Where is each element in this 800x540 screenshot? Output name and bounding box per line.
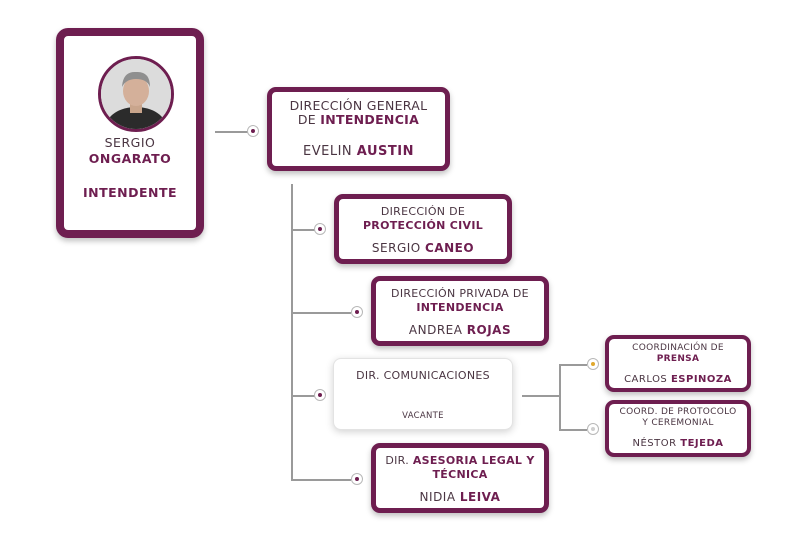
protocolo-card: COORD. DE PROTOCOLO Y CEREMONIAL NÉSTOR … bbox=[605, 400, 751, 457]
asesoria-card: DIR. ASESORIA LEGAL Y TÉCNICA NIDIA LEIV… bbox=[371, 443, 549, 513]
direccion-privada-card: DIRECCIÓN PRIVADA DE INTENDENCIA ANDREA … bbox=[371, 276, 549, 346]
connector-dot-proteccion bbox=[314, 223, 326, 235]
connector-protocolo bbox=[559, 429, 587, 431]
protocolo-person: NÉSTOR TEJEDA bbox=[632, 438, 724, 449]
intendente-first-name: SERGIO bbox=[104, 135, 156, 150]
connector-dot-comunicaciones bbox=[314, 389, 326, 401]
connector-comunicaciones bbox=[291, 395, 315, 397]
prensa-card: COORDINACIÓN DE PRENSA CARLOS ESPINOZA bbox=[605, 335, 751, 392]
prensa-person: CARLOS ESPINOZA bbox=[624, 374, 732, 385]
comunicaciones-title: DIR. COMUNICACIONES bbox=[356, 369, 490, 382]
comunicaciones-card: DIR. COMUNICACIONES VACANTE bbox=[333, 358, 513, 430]
connector-dot-prensa bbox=[587, 358, 599, 370]
connector-trunk bbox=[291, 184, 293, 481]
direccion-privada-person: ANDREA ROJAS bbox=[408, 323, 512, 337]
direccion-general-card: DIRECCIÓN GENERAL DE INTENDENCIA EVELIN … bbox=[267, 87, 450, 171]
proteccion-civil-title: DIRECCIÓN DE PROTECCIÓN CIVIL bbox=[362, 205, 484, 232]
person-photo-icon bbox=[98, 56, 174, 132]
connector-dot-privada bbox=[351, 306, 363, 318]
asesoria-title: DIR. ASESORIA LEGAL Y TÉCNICA bbox=[385, 454, 535, 481]
prensa-title: COORDINACIÓN DE PRENSA bbox=[632, 343, 724, 364]
proteccion-civil-person: SERGIO CANEO bbox=[371, 241, 475, 255]
connector-privada bbox=[291, 312, 351, 314]
direccion-general-title: DIRECCIÓN GENERAL DE INTENDENCIA bbox=[289, 98, 428, 127]
direccion-general-person: EVELIN AUSTIN bbox=[303, 144, 414, 159]
proteccion-civil-card: DIRECCIÓN DE PROTECCIÓN CIVIL SERGIO CAN… bbox=[334, 194, 512, 264]
connector-dot-protocolo bbox=[587, 423, 599, 435]
intendente-last-name: ONGARATO bbox=[88, 151, 172, 166]
connector-dot-direccion-general bbox=[247, 125, 259, 137]
connector-com-out bbox=[522, 395, 559, 397]
direccion-privada-title: DIRECCIÓN PRIVADA DE INTENDENCIA bbox=[391, 287, 529, 314]
connector-com-branch bbox=[559, 364, 561, 429]
connector-intendente bbox=[215, 131, 249, 133]
connector-asesoria bbox=[291, 479, 351, 481]
connector-prensa bbox=[559, 364, 587, 366]
protocolo-title: COORD. DE PROTOCOLO Y CEREMONIAL bbox=[619, 407, 737, 428]
connector-dot-asesoria bbox=[351, 473, 363, 485]
intendente-role: INTENDENTE bbox=[82, 185, 178, 200]
asesoria-person: NIDIA LEIVA bbox=[419, 490, 501, 504]
intendente-card: SERGIO ONGARATO INTENDENTE bbox=[56, 28, 204, 238]
connector-proteccion bbox=[291, 229, 315, 231]
comunicaciones-status: VACANTE bbox=[402, 411, 444, 421]
